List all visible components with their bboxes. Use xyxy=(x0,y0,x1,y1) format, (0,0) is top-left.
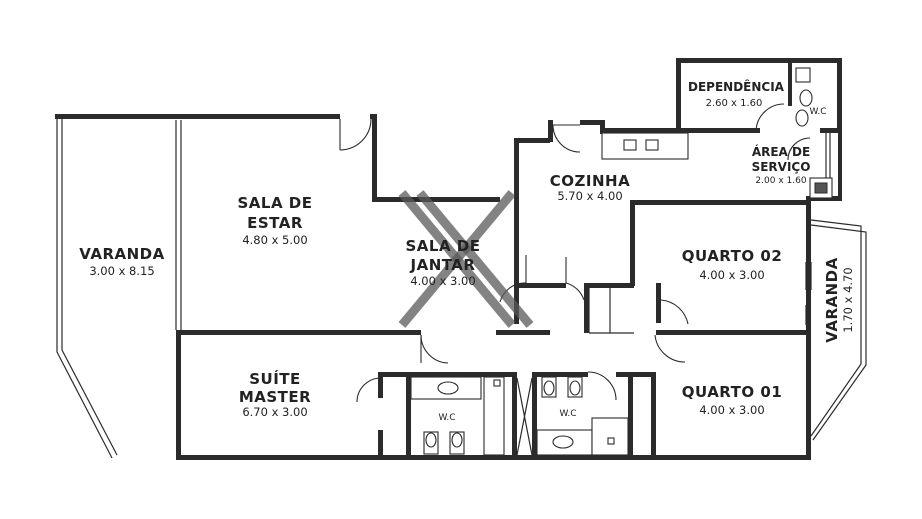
kitchen-counter xyxy=(601,132,689,160)
dependencia-wc-label: W.C xyxy=(809,107,826,117)
quarto-02-dim: 4.00 x 3.00 xyxy=(699,268,764,282)
dependencia-bath-fixtures xyxy=(795,67,813,127)
suite-master-dim: 6.70 x 3.00 xyxy=(242,405,307,419)
room-wc-social: W.C xyxy=(559,409,576,419)
sala-estar-dim: 4.80 x 5.00 xyxy=(242,233,307,247)
room-varanda-left: VARANDA 3.00 x 8.15 xyxy=(79,245,164,278)
room-suite-master: SUÍTE MASTER 6.70 x 3.00 xyxy=(239,369,311,419)
watermark-logo xyxy=(398,190,534,328)
area-servico-dim: 2.00 x 1.60 xyxy=(755,176,806,186)
suite-bath-fixtures xyxy=(410,376,533,456)
room-area-servico: ÁREA DE SERVIÇO 2.00 x 1.60 xyxy=(752,144,811,186)
varanda-left-name: VARANDA xyxy=(79,245,164,263)
varanda-right-dim: 1.70 x 4.70 xyxy=(841,267,855,332)
wc-suite-label: W.C xyxy=(438,413,455,423)
sala-jantar-name-2: JANTAR xyxy=(410,256,476,274)
wc-social-label: W.C xyxy=(559,409,576,419)
cozinha-name: COZINHA xyxy=(550,172,630,190)
walls xyxy=(55,58,842,460)
area-servico-name-1: ÁREA DE xyxy=(752,144,810,159)
dependencia-dim: 2.60 x 1.60 xyxy=(706,98,763,109)
room-quarto-01: QUARTO 01 4.00 x 3.00 xyxy=(682,383,783,417)
cozinha-dim: 5.70 x 4.00 xyxy=(557,189,622,203)
social-bath-fixtures xyxy=(493,376,629,456)
varanda-right-outline xyxy=(810,219,867,441)
room-dependencia: DEPENDÊNCIA 2.60 x 1.60 W.C xyxy=(688,79,826,117)
suite-master-name-2: MASTER xyxy=(239,388,311,406)
laundry-sink xyxy=(809,177,833,199)
dependencia-name: DEPENDÊNCIA xyxy=(688,79,785,94)
quarto-02-name: QUARTO 02 xyxy=(682,247,783,265)
varanda-right-name: VARANDA xyxy=(823,257,841,342)
sala-estar-name-1: SALA DE xyxy=(238,194,313,212)
area-servico-name-2: SERVIÇO xyxy=(752,160,811,174)
room-sala-estar: SALA DE ESTAR 4.80 x 5.00 xyxy=(238,194,313,247)
sala-jantar-dim: 4.00 x 3.00 xyxy=(410,274,475,288)
varanda-left-outline xyxy=(56,116,182,459)
room-cozinha: COZINHA 5.70 x 4.00 xyxy=(550,172,630,203)
hall-lines xyxy=(588,288,634,334)
quarto-01-name: QUARTO 01 xyxy=(682,383,783,401)
room-wc-suite: W.C xyxy=(438,413,455,423)
doors xyxy=(339,103,811,403)
varanda-left-dim: 3.00 x 8.15 xyxy=(89,264,154,278)
sala-jantar-name-1: SALA DE xyxy=(406,237,481,255)
sala-estar-name-2: ESTAR xyxy=(247,214,303,232)
room-quarto-02: QUARTO 02 4.00 x 3.00 xyxy=(682,247,783,282)
room-varanda-right: VARANDA 1.70 x 4.70 xyxy=(823,257,855,342)
suite-master-name-1: SUÍTE xyxy=(249,369,301,388)
room-sala-jantar: SALA DE JANTAR 4.00 x 3.00 xyxy=(406,237,481,288)
quarto-01-dim: 4.00 x 3.00 xyxy=(699,403,764,417)
